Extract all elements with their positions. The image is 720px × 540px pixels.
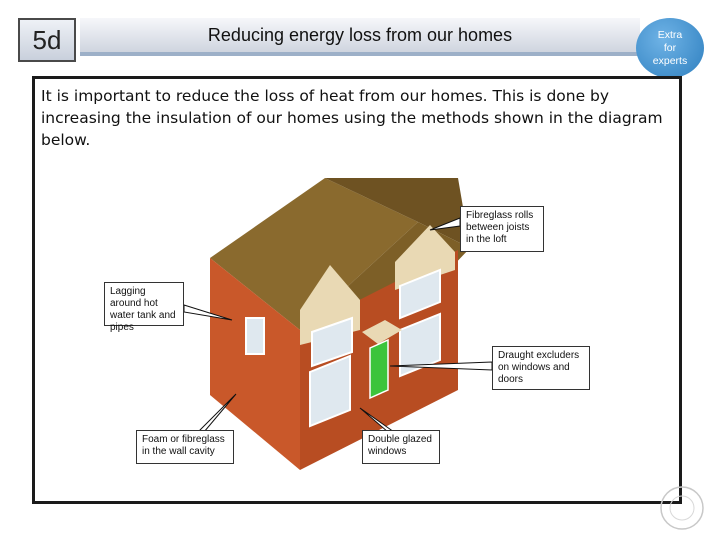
roof-right-slope [325,178,470,248]
window-upper-left [311,316,353,368]
porch-roof [362,320,402,344]
expert-label-line3: experts [652,54,688,67]
label-draught-excluders: Draught excluders on windows and doors [492,346,590,390]
window-upper-right [399,268,441,320]
window-lower-left [309,354,351,428]
expert-label-line2: for [663,41,677,54]
window-lower-right [399,312,441,378]
label-lagging: Lagging around hot water tank and pipes [104,282,184,333]
label-loft-insulation: Fibreglass rolls between joists in the l… [460,206,544,252]
intro-paragraph: It is important to reduce the loss of he… [41,87,663,149]
section-badge: 5d [18,18,76,62]
label-cavity-wall: Foam or fibreglass in the wall cavity [136,430,234,464]
page-title: Reducing energy loss from our homes [80,18,640,56]
label-double-glazing: Double glazed windows [362,430,440,464]
side-window [245,317,265,355]
left-wall [210,258,300,470]
extra-for-experts-button[interactable]: Extra for experts [636,18,704,78]
publisher-logo [660,486,704,530]
roof-left-slope [210,178,418,330]
expert-label-line1: Extra [657,28,683,41]
pointer-lagging [183,304,233,321]
front-door [369,338,389,400]
